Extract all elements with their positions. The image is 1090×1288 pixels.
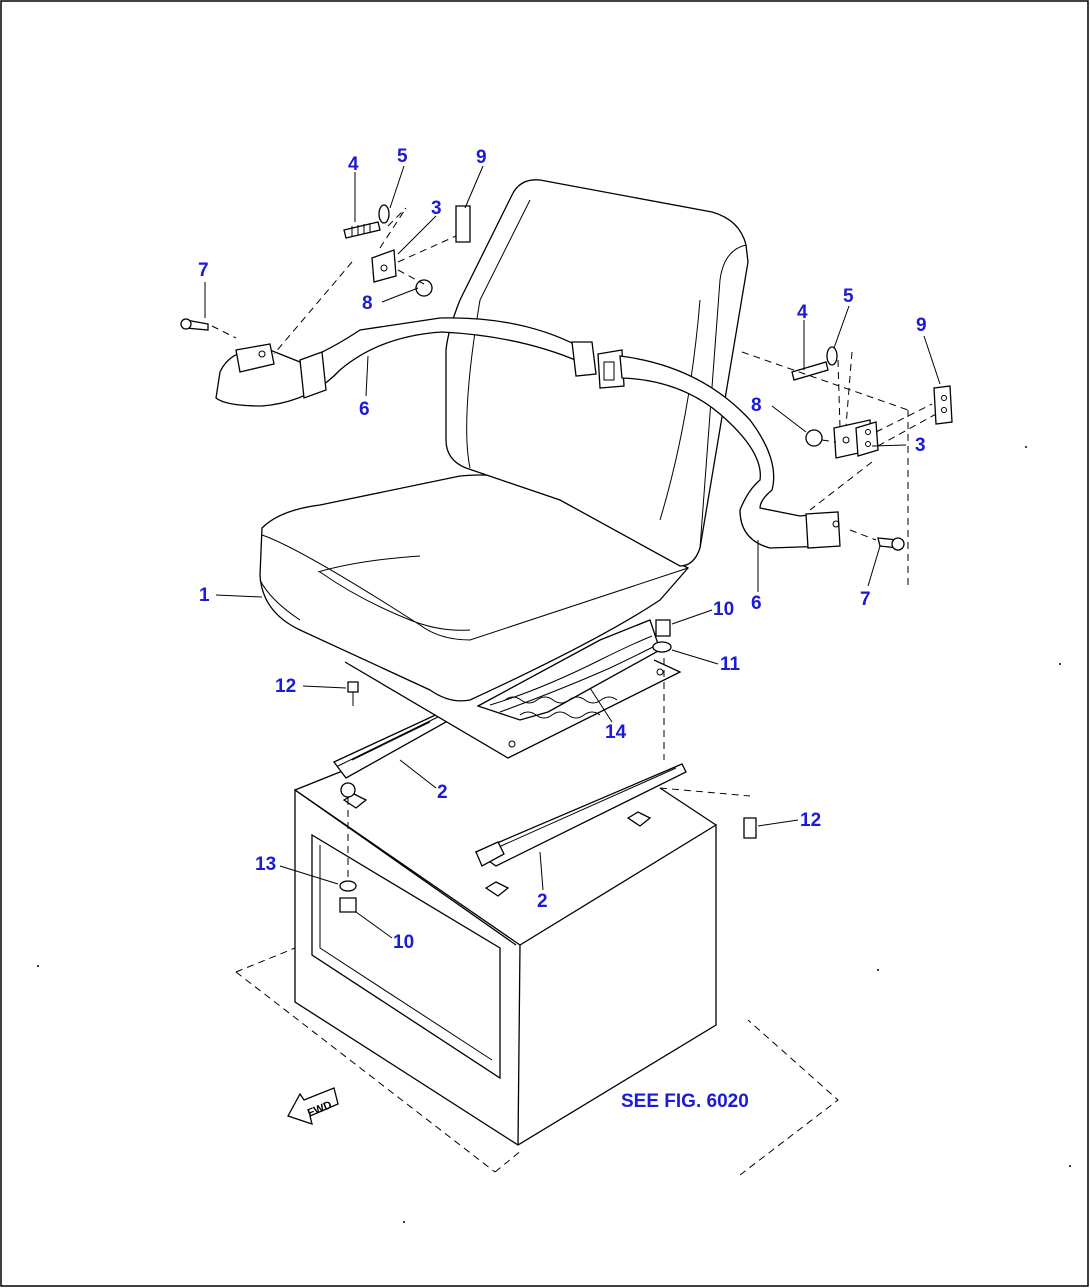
callout-7-left: 7: [198, 260, 209, 281]
callout-6-right: 6: [751, 593, 762, 614]
slide-rail-left: [332, 711, 447, 779]
callout-9-right: 9: [916, 315, 927, 336]
callout-labels: 4 5 3 9 7 8 6 4 5 9 8 3 6 7 1 10 11 12 1…: [198, 146, 927, 953]
seat-belt-buckle: [571, 341, 625, 389]
callout-10-top: 10: [713, 599, 734, 620]
leader-lines: [204, 165, 941, 939]
callout-8-right: 8: [751, 395, 762, 416]
forward-arrow: FWD: [287, 1087, 339, 1125]
scan-specks: [37, 446, 1071, 1223]
seat-backrest: [445, 179, 749, 567]
callout-10-bottom: 10: [393, 932, 414, 953]
callout-6-left: 6: [359, 399, 370, 420]
callout-3-left: 3: [431, 198, 442, 219]
suspension-unit: [476, 619, 661, 721]
callout-2-left: 2: [437, 782, 448, 803]
slide-rail-right: [474, 763, 687, 867]
callout-3-right: 3: [915, 435, 926, 456]
callout-5-left: 5: [397, 146, 408, 167]
mounting-bolts: [339, 619, 757, 913]
callout-2-right: 2: [537, 891, 548, 912]
callout-4-right: 4: [797, 302, 808, 323]
callout-1: 1: [199, 585, 210, 606]
anchor-hardware-left: [180, 204, 471, 355]
callout-7-right: 7: [860, 589, 871, 610]
callout-12-right: 12: [800, 810, 821, 831]
seat-belt-right: [619, 355, 841, 549]
anchor-hardware-right: [741, 346, 953, 590]
reference-note: SEE FIG. 6020: [621, 1091, 749, 1112]
floor-outline: [235, 947, 839, 1176]
seat-box: [294, 769, 717, 1146]
callout-13: 13: [255, 854, 276, 875]
callout-9-left: 9: [476, 147, 487, 168]
callout-11: 11: [720, 654, 741, 675]
callout-12-left: 12: [275, 676, 296, 697]
callout-4-left: 4: [348, 154, 359, 175]
callout-14: 14: [605, 722, 627, 743]
seat-cushion: [259, 474, 690, 702]
seat-belt-left: [215, 317, 581, 407]
callout-5-right: 5: [843, 286, 854, 307]
callout-8-left: 8: [362, 293, 373, 314]
